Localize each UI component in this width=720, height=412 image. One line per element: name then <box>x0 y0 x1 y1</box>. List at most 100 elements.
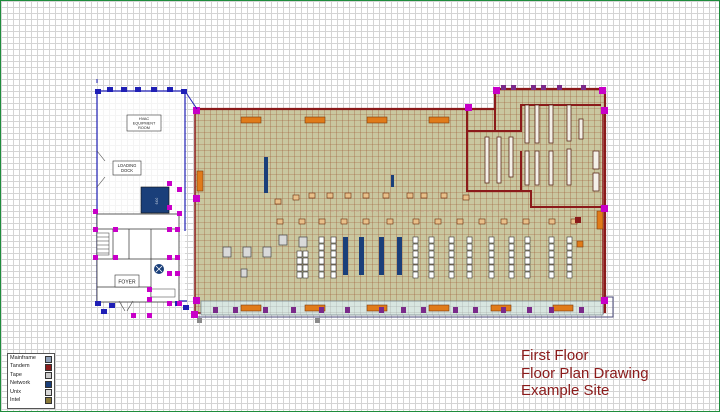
legend-label: Intel <box>10 396 21 403</box>
legend-item: Unix <box>8 388 54 397</box>
server-rack <box>548 257 555 265</box>
column <box>191 311 198 318</box>
foyer-room: FOYER <box>114 274 176 312</box>
column <box>601 107 608 114</box>
wall-marker <box>121 87 127 92</box>
server-rack <box>428 236 435 244</box>
column <box>167 271 172 276</box>
column <box>345 307 350 313</box>
legend-swatch <box>45 355 52 363</box>
server-rack <box>330 271 337 279</box>
column <box>177 211 182 216</box>
column <box>167 205 172 210</box>
column <box>557 85 562 90</box>
server-rack <box>508 236 515 244</box>
column <box>167 181 172 186</box>
hvac-label-2: EQUIPMENT <box>133 122 156 126</box>
column <box>493 87 500 94</box>
perimeter-markers-blue <box>95 87 189 314</box>
column <box>379 307 384 313</box>
column <box>147 297 152 302</box>
server-rack <box>318 250 325 258</box>
legend-label: Unix <box>10 388 22 395</box>
column <box>147 287 152 292</box>
column <box>319 307 324 313</box>
building-columns <box>191 85 608 318</box>
server-rack <box>566 271 573 279</box>
server-rack <box>548 271 555 279</box>
server-rack <box>466 236 473 244</box>
legend-item: Intel <box>8 396 54 405</box>
server-rack <box>566 264 573 272</box>
loading-label-2: DOCK <box>121 168 133 173</box>
server-rack <box>524 264 531 272</box>
server-rack <box>448 257 455 265</box>
server-rack <box>524 271 531 279</box>
column <box>177 301 182 306</box>
hvac-label-1: HVAC <box>139 117 150 121</box>
ac-units-top <box>196 116 604 230</box>
server-rack <box>466 243 473 251</box>
server-rack <box>428 250 435 258</box>
server-rack <box>412 264 419 272</box>
wall-marker <box>95 89 101 94</box>
server-rack <box>448 243 455 251</box>
caption-site: Example Site <box>521 382 610 399</box>
server-rack <box>318 236 325 244</box>
wall-marker <box>95 301 101 306</box>
column <box>193 195 200 202</box>
tandem-racks <box>484 104 600 192</box>
server-rack <box>448 264 455 272</box>
column <box>601 205 608 212</box>
loading-label-1: LOADING <box>118 163 137 168</box>
legend-item: Tape <box>8 371 54 380</box>
column <box>113 227 118 232</box>
network-racks <box>264 157 402 275</box>
server-rack <box>412 250 419 258</box>
column <box>177 187 182 192</box>
server-rack <box>524 250 531 258</box>
server-rack <box>302 250 309 258</box>
server-rack <box>330 264 337 272</box>
server-rack <box>548 264 555 272</box>
column <box>581 85 586 90</box>
hvac-room: HVAC EQUIPMENT ROOM <box>126 114 162 132</box>
server-rack <box>318 264 325 272</box>
drawing-caption: First Floor Floor Plan Drawing Example S… <box>521 347 649 400</box>
wall-marker <box>135 87 141 92</box>
legend-item: Tandem <box>8 362 54 371</box>
server-rack-rows <box>296 236 573 279</box>
column <box>601 297 608 304</box>
server-rack <box>524 243 531 251</box>
column <box>131 313 136 318</box>
server-rack <box>566 243 573 251</box>
wall-marker <box>151 87 157 92</box>
server-rack <box>448 271 455 279</box>
perimeter-markers-magenta <box>93 181 182 318</box>
column <box>527 307 532 313</box>
wall-labels: ·· <box>263 116 398 216</box>
column <box>213 307 218 313</box>
server-rack <box>508 264 515 272</box>
server-rack <box>428 271 435 279</box>
legend-swatch <box>45 380 52 388</box>
server-rack <box>428 257 435 265</box>
server-rack <box>412 243 419 251</box>
server-rack <box>428 243 435 251</box>
server-rack <box>330 257 337 265</box>
wall-marker <box>181 89 187 94</box>
server-rack <box>508 250 515 258</box>
server-rack <box>508 271 515 279</box>
wall-marker <box>167 87 173 92</box>
server-rack <box>302 257 309 265</box>
server-rack <box>296 264 303 272</box>
tape-units <box>222 234 308 278</box>
column <box>421 307 426 313</box>
server-rack <box>548 236 555 244</box>
column <box>579 307 584 313</box>
column <box>541 85 546 90</box>
server-rack <box>412 257 419 265</box>
